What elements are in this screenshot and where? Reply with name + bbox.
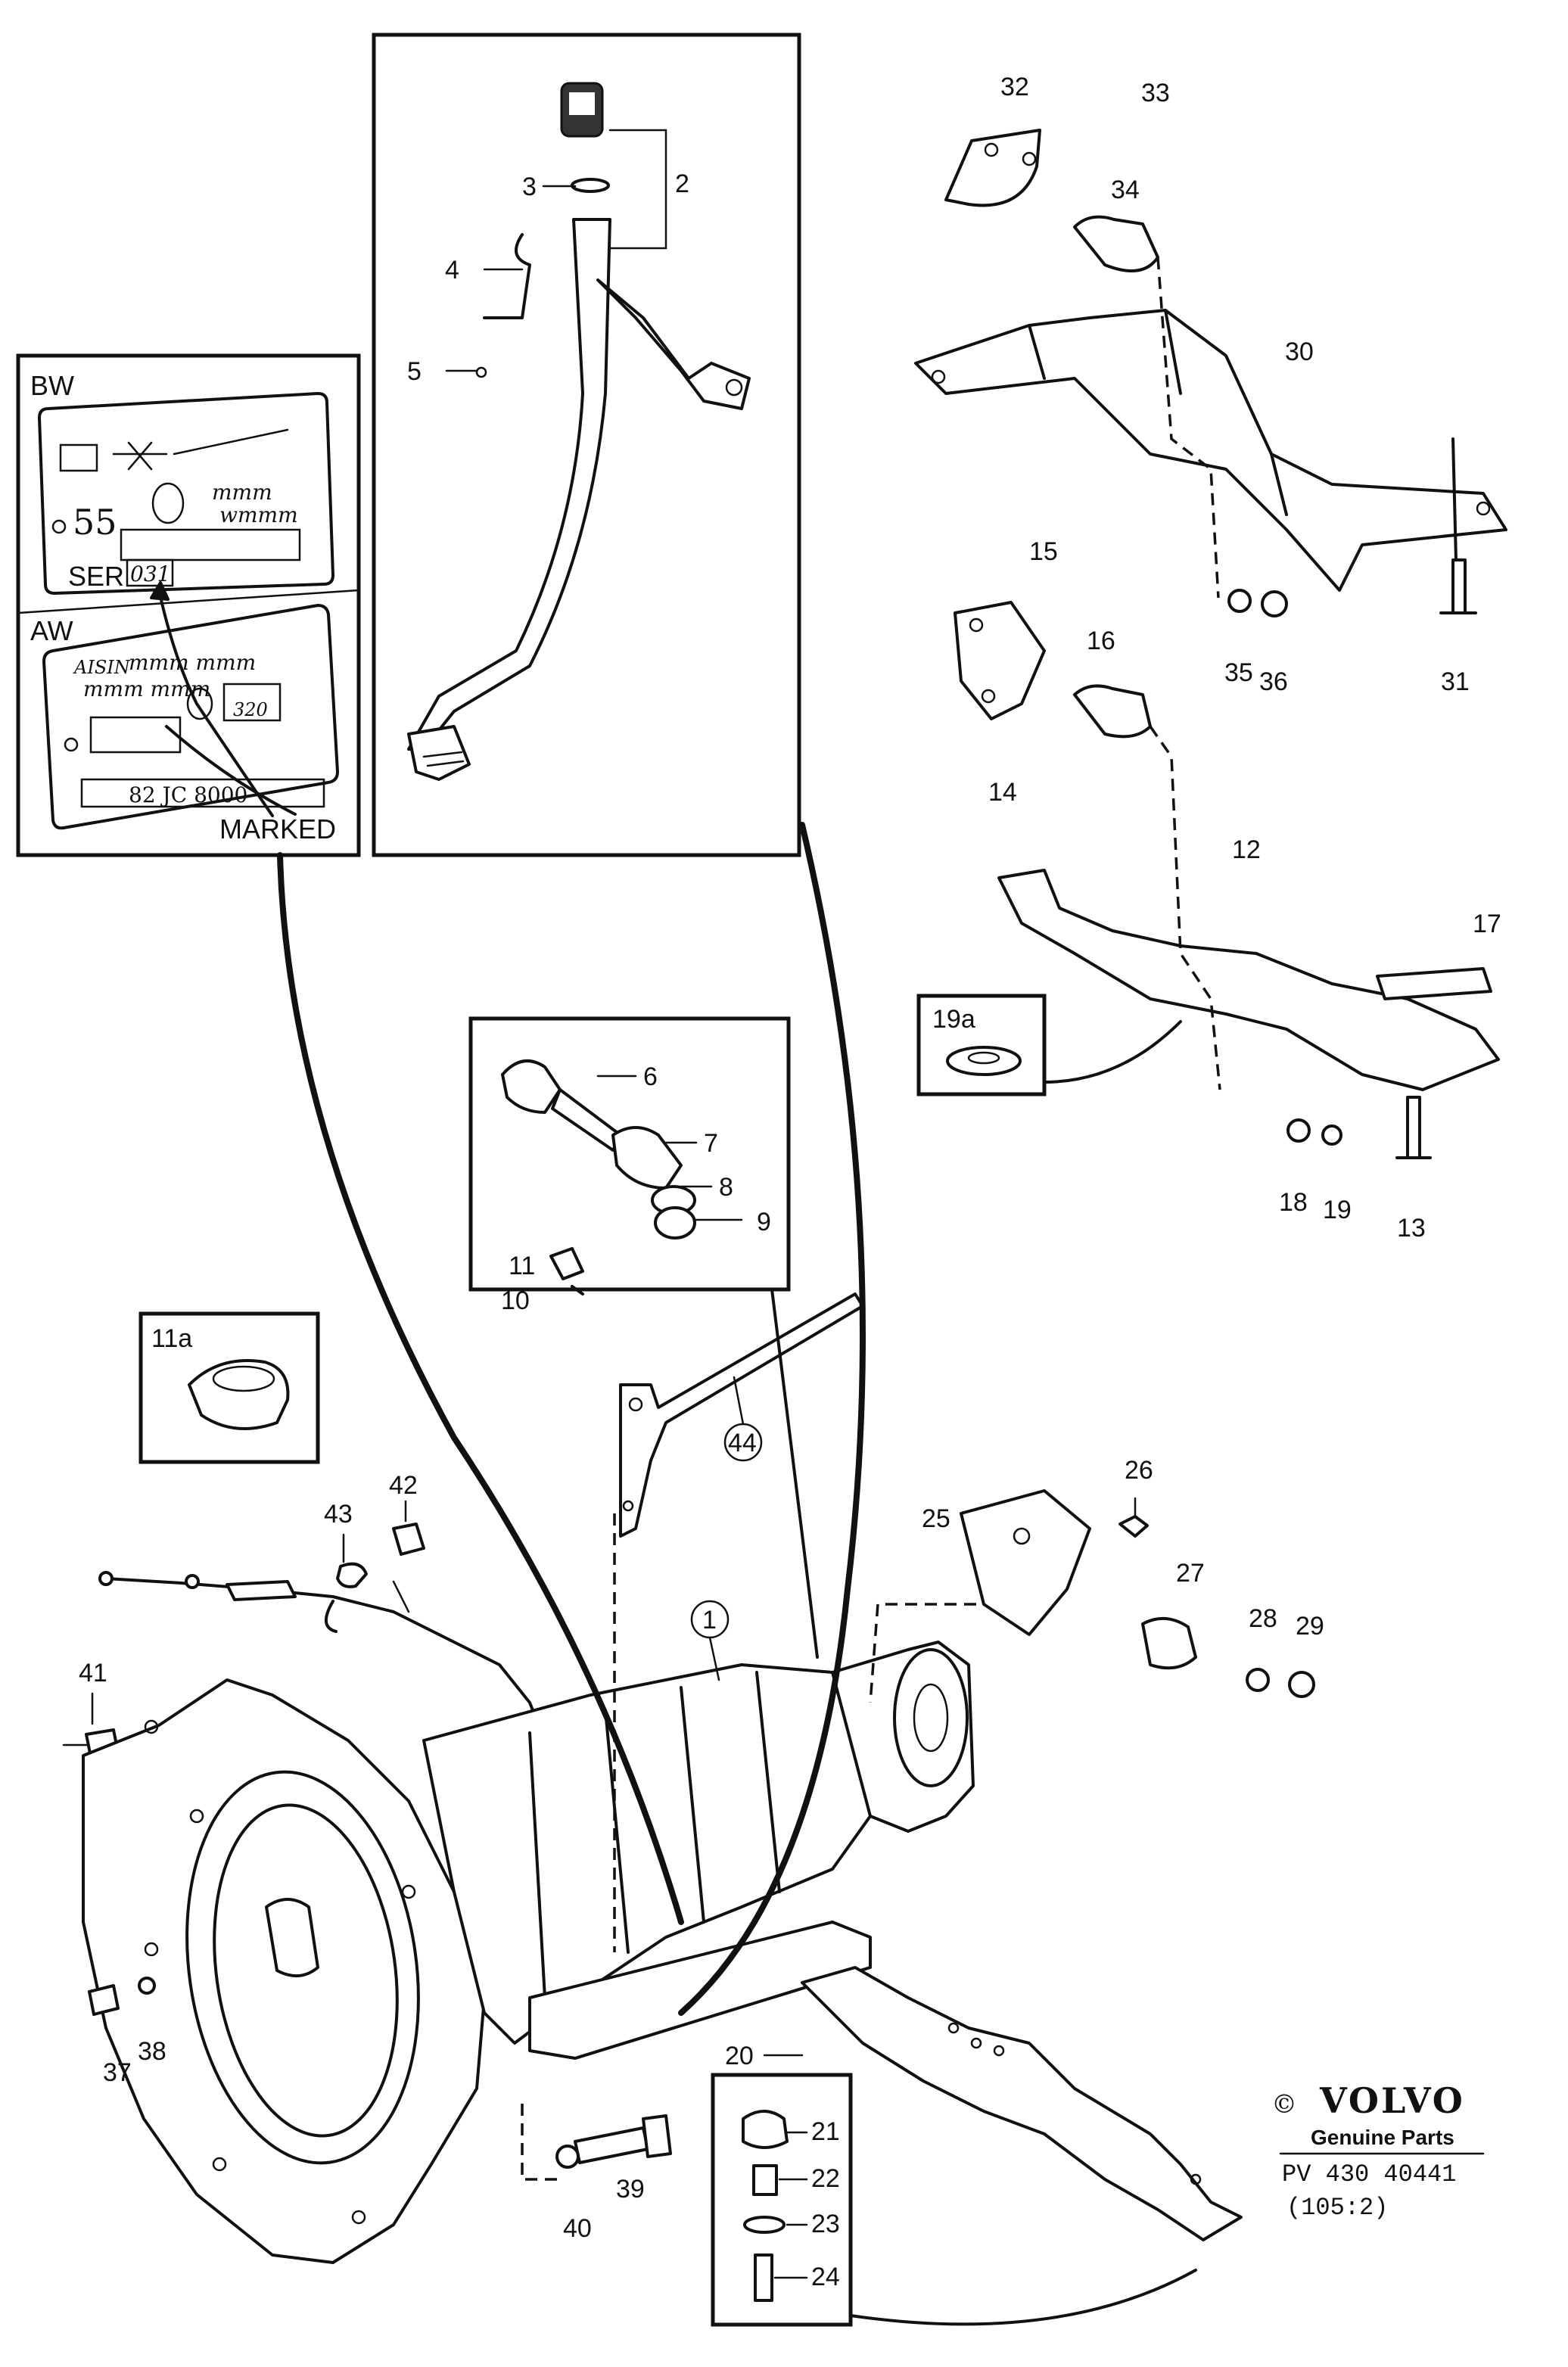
callout-19: 19 [1323,1196,1352,1224]
bolts-37-40: 37 38 39 40 [88,1977,672,2243]
callout-36: 36 [1259,667,1288,696]
callout-41: 41 [79,1659,107,1687]
bw-ser-label: SER [68,561,124,592]
bw-id-plate [38,392,334,595]
callout-2: 2 [675,170,689,198]
callout-8: 8 [719,1173,733,1202]
connector-dipstick-to-case [678,822,866,2016]
bw-plate-number: 55 [73,502,117,543]
callout-22: 22 [811,2164,840,2193]
callout-31: 31 [1441,667,1470,696]
callout-24: 24 [811,2263,840,2291]
connector-plate-to-case [277,852,684,1925]
dipstick-guide-44: 44 [619,1292,864,1538]
callout-27: 27 [1176,1559,1205,1588]
callout-30: 30 [1285,337,1314,366]
callout-11: 11 [509,1252,535,1280]
callout-17: 17 [1473,910,1501,938]
crossmember-20: 20 [725,1966,1243,2241]
callout-32: 32 [1000,73,1029,101]
volvo-footer: © VOLVO Genuine Parts PV 430 40441 (105:… [1271,2080,1485,2222]
inset-11a: 11a [138,1311,320,1464]
callout-14: 14 [988,778,1017,807]
inset-21-24: 21 22 23 24 [711,2073,1197,2327]
svg-text:© VOLVO: © VOLVO [1271,2080,1465,2121]
callout-42: 42 [389,1471,418,1500]
callout-33: 33 [1141,79,1170,107]
callout-35: 35 [1224,658,1253,687]
marked-label: MARKED [219,813,336,844]
connector-speedo-to-case [770,1288,819,1659]
callout-38: 38 [138,2037,166,2066]
callout-4: 4 [445,256,459,285]
callout-34: 34 [1111,176,1140,204]
callout-25: 25 [922,1504,950,1533]
callout-40: 40 [563,2214,592,2243]
callout-9: 9 [757,1208,771,1236]
rear-crossmember-30: 32 33 34 30 35 36 31 [914,73,1507,696]
callout-11a: 11a [151,1324,192,1353]
ref-code: PV 430 40441 [1282,2160,1456,2188]
callout-10: 10 [501,1286,530,1315]
crossmember-12: 15 16 14 12 17 18 19 13 [954,537,1501,1243]
callout-28: 28 [1249,1604,1277,1633]
aw-id-plate [42,604,339,830]
bw-ser-value: 031 [130,561,170,586]
aw-label: AW [30,615,73,646]
callout-13: 13 [1397,1214,1426,1243]
aw-small-value: 320 [233,699,268,720]
copyright-symbol: © [1271,2089,1299,2120]
callout-3: 3 [522,173,537,201]
callout-6: 6 [643,1062,658,1091]
callout-44: 44 [728,1429,757,1457]
svg-text:mmm: mmm [212,480,272,505]
callout-12: 12 [1232,835,1261,864]
callout-16: 16 [1087,627,1115,655]
callout-39: 39 [616,2175,645,2204]
transmission-mount-25: 26 25 27 28 29 [869,1456,1324,1703]
callout-5: 5 [407,357,422,386]
genuine-parts-label: Genuine Parts [1311,2126,1454,2149]
page-ref: (105:2) [1286,2194,1388,2222]
callout-43: 43 [324,1500,353,1529]
callout-21: 21 [811,2117,840,2146]
speedo-inset: 6 7 8 9 11 10 [468,1016,791,1315]
aw-bottom-code: 82 JC 8000 [129,782,247,807]
callout-20: 20 [725,2042,754,2070]
transmission-body: 1 [82,1600,975,2264]
volvo-brand: VOLVO [1319,2080,1465,2121]
aw-brand: AISIN [73,657,131,678]
callout-26: 26 [1125,1456,1153,1485]
callout-1: 1 [702,1606,717,1635]
callout-19a: 19a [932,1005,975,1034]
callout-7: 7 [704,1129,718,1158]
svg-text:wmmm: wmmm [219,502,298,527]
callout-15: 15 [1029,537,1058,566]
dipstick-inset: 2 3 4 5 [372,33,801,857]
callout-29: 29 [1296,1612,1324,1641]
id-plate-inset: BW mmm wmmm 55 SER 031 AW AISIN mmm mmm … [16,353,361,857]
callout-23: 23 [811,2210,840,2238]
svg-text:mmm mmm: mmm mmm [129,650,256,675]
callout-18: 18 [1279,1188,1308,1217]
inset-19a: 19a [916,994,1182,1096]
throttle-cable: 43 42 41 [62,1471,546,1759]
callout-37: 37 [103,2058,132,2087]
bw-label: BW [30,370,74,401]
